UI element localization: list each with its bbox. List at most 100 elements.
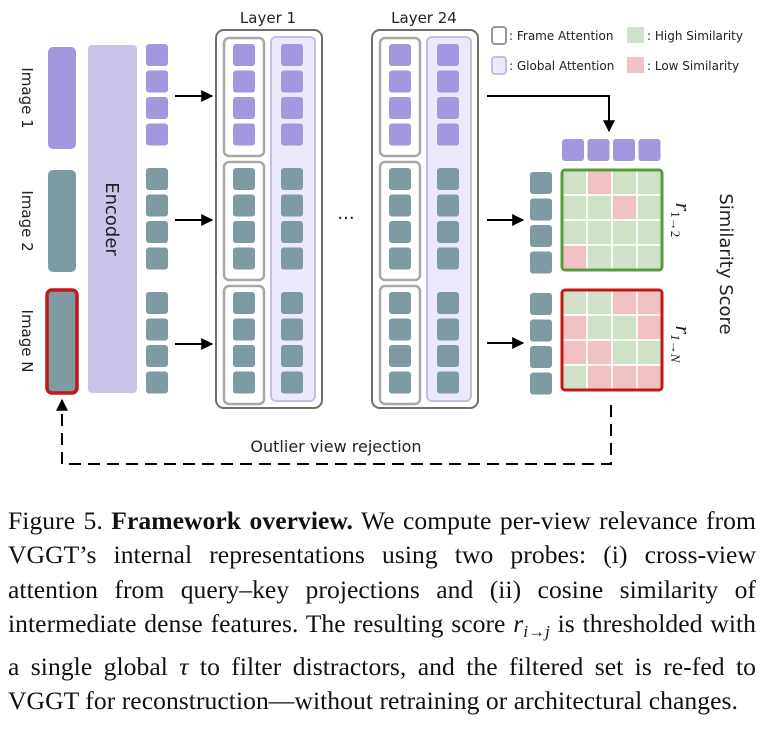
- caption-math-tau: τ: [179, 651, 189, 681]
- caption-body-1: We compute per-view relevance from VGGT’…: [8, 506, 756, 639]
- layer-token: [389, 70, 411, 93]
- caption-math-r: r: [513, 609, 524, 639]
- high-similarity-cell: [611, 244, 638, 271]
- legend-global-attention-swatch: [491, 56, 507, 75]
- encoder-token: [146, 371, 168, 394]
- layer-token: [389, 247, 411, 270]
- high-similarity-cell: [586, 194, 613, 221]
- layer-token: [281, 168, 303, 190]
- matrix-1-label: r1→2: [668, 203, 696, 238]
- layer-token: [281, 123, 303, 146]
- low-similarity-cell: [586, 364, 613, 391]
- encoder-to-layer-arrows: [175, 90, 214, 350]
- layer-1-block: Layer 1: [215, 9, 323, 409]
- layer-token: [437, 318, 459, 341]
- encoder-token: [146, 168, 168, 190]
- view-token: [530, 346, 552, 368]
- encoder-token: [146, 318, 168, 341]
- encoder-label: Encoder: [101, 182, 122, 256]
- layer-token: [437, 345, 459, 367]
- caption-math-sub: i→j: [523, 622, 550, 642]
- similarity-score-area: [530, 139, 664, 395]
- low-similarity-cell: [611, 289, 638, 316]
- legend-low-similarity-swatch: [627, 57, 644, 73]
- matrix-1-label-main: r: [671, 203, 696, 212]
- layer-token: [389, 371, 411, 394]
- input-image-2-label: Image 2: [18, 190, 36, 251]
- layer-token: [281, 292, 303, 314]
- layer-token: [281, 194, 303, 217]
- layer-token: [281, 345, 303, 367]
- view-token: [530, 251, 552, 274]
- input-image-n-label: Image N: [18, 310, 36, 373]
- layer-token: [281, 70, 303, 93]
- high-similarity-cell: [586, 219, 613, 246]
- layer-24-block: Layer 24: [371, 9, 479, 409]
- framework-diagram: Image 1 Image 2 Image N Encoder Layer 1 …: [18, 9, 743, 465]
- encoder-token: [146, 97, 168, 119]
- caption-title: Framework overview.: [111, 506, 353, 535]
- low-similarity-cell: [636, 289, 663, 316]
- encoder-token: [146, 44, 168, 66]
- view-token: [530, 293, 552, 315]
- layer-token: [437, 97, 459, 119]
- layer-token: [437, 371, 459, 394]
- encoder-token-columns: [146, 44, 168, 394]
- low-similarity-cell: [561, 339, 588, 366]
- high-similarity-cell: [611, 219, 638, 246]
- input-image-1: [48, 47, 76, 149]
- layer-token: [281, 44, 303, 66]
- high-similarity-cell: [586, 314, 613, 341]
- caption-body-3: to filter distractors, and the filtered …: [8, 651, 757, 716]
- layer-token: [389, 292, 411, 314]
- view-token: [530, 172, 552, 194]
- layer-token: [389, 194, 411, 217]
- caption-body-2: is thresholded with a single global: [8, 609, 757, 681]
- legend-global-attention-label: : Global Attention: [509, 59, 614, 73]
- low-similarity-cell: [561, 314, 588, 341]
- view-token: [530, 319, 552, 342]
- query-token-arrow: [487, 95, 615, 133]
- encoder-token: [146, 345, 168, 367]
- layer-token: [389, 123, 411, 146]
- matrix-2-label-sub: 1→N: [668, 334, 683, 364]
- layer-token: [281, 97, 303, 119]
- rejection-label-bg: [225, 436, 445, 456]
- similarity-matrix-border: [560, 168, 664, 272]
- input-images: Image 1 Image 2 Image N: [18, 47, 79, 395]
- low-similarity-cell: [636, 364, 663, 391]
- encoder-token: [146, 70, 168, 93]
- caption-figure-number: Figure 5.: [8, 506, 103, 535]
- high-similarity-cell: [636, 194, 663, 221]
- high-similarity-cell: [561, 219, 588, 246]
- layer-token: [437, 292, 459, 314]
- layer-token: [437, 44, 459, 66]
- input-image-2: [48, 170, 76, 272]
- layer-token: [233, 97, 255, 119]
- layer-token: [281, 247, 303, 270]
- high-similarity-cell: [636, 169, 663, 196]
- layer-token: [389, 97, 411, 119]
- layer-token: [281, 371, 303, 394]
- low-similarity-cell: [611, 194, 638, 221]
- encoder-block: Encoder: [88, 45, 137, 393]
- high-similarity-cell: [586, 244, 613, 271]
- input-image-n: [45, 288, 79, 395]
- layer-token: [389, 221, 411, 243]
- high-similarity-cell: [611, 314, 638, 341]
- view-token: [530, 372, 552, 395]
- matrix-2-label-main: r: [671, 326, 696, 335]
- matrix-2-label: r1→N: [668, 326, 696, 364]
- layer-token: [389, 318, 411, 341]
- query-token: [638, 139, 661, 161]
- legend-high-similarity-swatch: [627, 27, 644, 43]
- layer-token: [437, 70, 459, 93]
- encoder-token: [146, 292, 168, 314]
- layer-token: [389, 168, 411, 190]
- encoder-token: [146, 123, 168, 146]
- high-similarity-cell: [611, 169, 638, 196]
- layer-token: [233, 44, 255, 66]
- input-image-1-label: Image 1: [18, 67, 36, 128]
- legend-high-similarity-label: : High Similarity: [647, 29, 743, 43]
- query-token: [587, 139, 610, 161]
